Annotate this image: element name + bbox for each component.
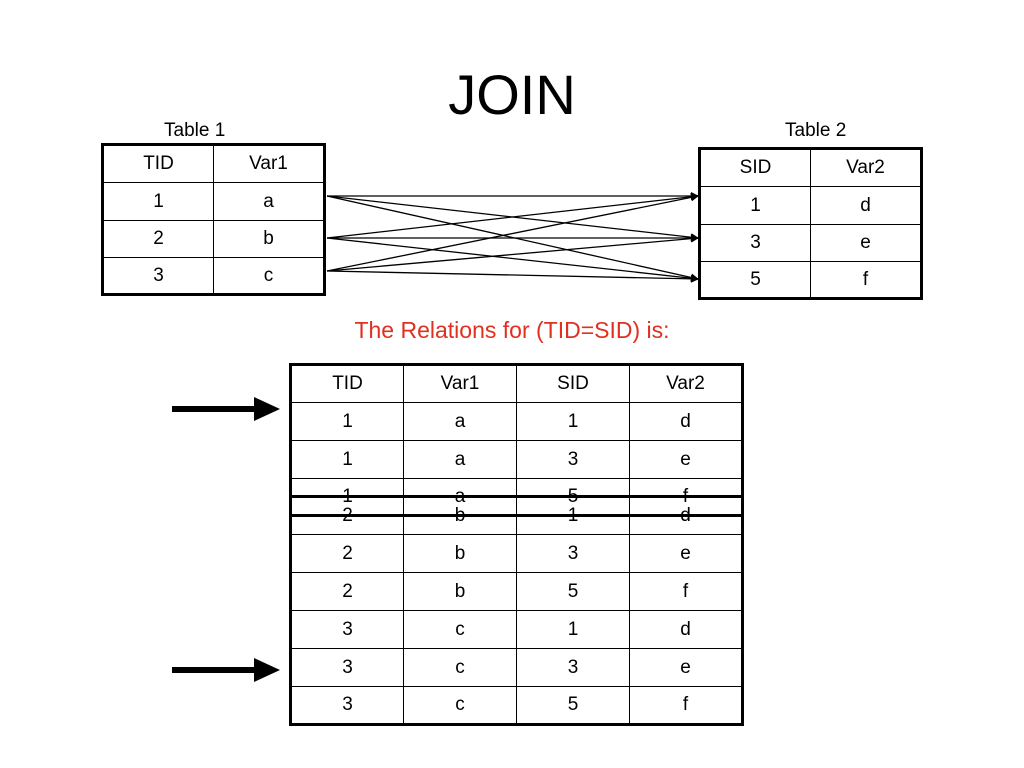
table-row: 1 d <box>699 186 922 225</box>
table-cell: e <box>629 534 743 573</box>
table-row: 3 c 1 d <box>290 610 743 649</box>
table-cell: d <box>629 610 743 649</box>
table-row: 3 c 3 e <box>290 648 743 687</box>
table-row: 2 b 3 e <box>290 534 743 573</box>
table-cell: b <box>403 534 517 573</box>
table-cell: 3 <box>516 440 630 479</box>
table-row: 3 c <box>102 257 325 295</box>
table-cell: 3 <box>290 686 404 725</box>
header-cell: SID <box>516 364 630 403</box>
table-cell: d <box>629 402 743 441</box>
table-row: 1 a 1 d <box>290 402 743 441</box>
table-cell: 5 <box>516 686 630 725</box>
table-cell: d <box>810 186 922 225</box>
table-row: 1 a 3 e <box>290 440 743 479</box>
table-cell: e <box>810 224 922 262</box>
table-cell: a <box>403 402 517 441</box>
table-cell: 5 <box>699 261 811 299</box>
table-cell: e <box>629 648 743 687</box>
table-cell: c <box>403 686 517 725</box>
table-cell: b <box>403 572 517 611</box>
header-cell: Var1 <box>213 144 325 183</box>
table-cell: a <box>403 440 517 479</box>
table-cell: 3 <box>516 648 630 687</box>
table2: SID Var2 1 d 3 e 5 f <box>698 147 923 300</box>
result-table-top: TID Var1 SID Var2 1 a 1 d 1 a 3 e 1 a 5 … <box>289 363 744 517</box>
relations-caption: The Relations for (TID=SID) is: <box>354 317 670 343</box>
table-cell: c <box>403 610 517 649</box>
header-cell: TID <box>102 144 214 183</box>
connector-line <box>326 192 699 239</box>
table-header-row: SID Var2 <box>699 148 922 187</box>
table-header-row: TID Var1 <box>102 144 325 183</box>
table-row: 1 a <box>102 182 325 221</box>
table-cell: e <box>629 440 743 479</box>
table2-caption: Table 2 <box>785 120 847 141</box>
table-cell: c <box>403 648 517 687</box>
table-row: 2 b 5 f <box>290 572 743 611</box>
table1-caption: Table 1 <box>164 120 226 141</box>
connector-line <box>326 270 699 283</box>
table-cell: 2 <box>290 534 404 573</box>
slide-title: JOIN <box>448 63 576 126</box>
arrow-right-icon <box>172 658 280 682</box>
table-cell: 1 <box>290 402 404 441</box>
table-row: 5 f <box>699 261 922 299</box>
table-cell: f <box>629 478 743 516</box>
table-cell: f <box>810 261 922 299</box>
result-table-bottom: 2 b 1 d 2 b 3 e 2 b 5 f 3 c 1 d 3 c 3 e … <box>289 495 744 726</box>
table-row: 1 a 5 f <box>290 478 743 516</box>
table-cell: 3 <box>516 534 630 573</box>
table-cell: 3 <box>290 610 404 649</box>
table-cell: 1 <box>699 186 811 225</box>
table-cell: c <box>213 257 325 295</box>
header-cell: TID <box>290 364 404 403</box>
table-cell: 2 <box>102 220 214 258</box>
table-cell: 1 <box>290 478 404 516</box>
table-row: 3 c 5 f <box>290 686 743 725</box>
connector-line <box>326 237 699 283</box>
header-cell: Var2 <box>810 148 922 187</box>
table-cell: 5 <box>516 572 630 611</box>
table-cell: a <box>403 478 517 516</box>
table-cell: 1 <box>290 440 404 479</box>
table-cell: a <box>213 182 325 221</box>
table-cell: 1 <box>516 610 630 649</box>
arrow-right-icon <box>172 397 280 421</box>
table-header-row: TID Var1 SID Var2 <box>290 364 743 403</box>
header-cell: Var2 <box>629 364 743 403</box>
connector-line <box>326 234 699 272</box>
table-cell: 3 <box>290 648 404 687</box>
header-cell: SID <box>699 148 811 187</box>
table-row: 2 b <box>102 220 325 258</box>
table-row: 3 e <box>699 224 922 262</box>
header-cell: Var1 <box>403 364 517 403</box>
table-cell: 1 <box>516 402 630 441</box>
table-cell: b <box>213 220 325 258</box>
table-cell: f <box>629 572 743 611</box>
table-cell: f <box>629 686 743 725</box>
table-cell: 2 <box>290 572 404 611</box>
table-cell: 5 <box>516 478 630 516</box>
table1: TID Var1 1 a 2 b 3 c <box>101 143 326 296</box>
connector-line <box>326 193 699 272</box>
